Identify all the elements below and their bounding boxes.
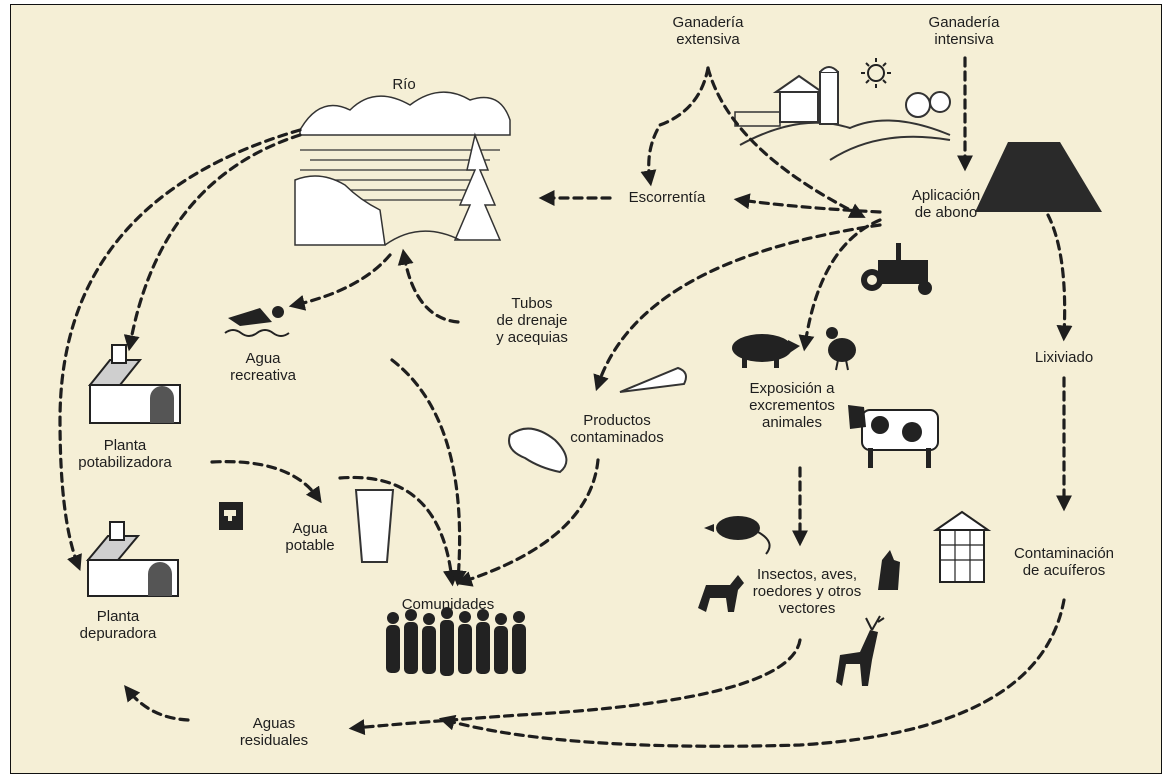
label-exposicion: Exposición a excrementos animales xyxy=(749,380,835,431)
arrow-ganaderia-ext-aplicacion xyxy=(706,66,866,218)
wastewater-plant-icon xyxy=(85,521,179,597)
manure-pile-icon xyxy=(975,142,1102,212)
arrow-recreativa-comunidades xyxy=(390,358,467,587)
arrow-insectos-residuales xyxy=(348,638,802,736)
label-aplicacion-abono: Aplicación de abono xyxy=(911,187,981,221)
label-aguas-residuales: Aguas residuales xyxy=(239,715,309,749)
swimmer-icon xyxy=(224,306,290,337)
rat-icon xyxy=(704,516,771,555)
label-ganaderia-intensiva: Ganadería intensiva xyxy=(928,14,1000,48)
river-scene-icon xyxy=(294,91,511,246)
label-agua-potable: Agua potable xyxy=(285,520,335,554)
pig-icon xyxy=(732,334,800,368)
tap-icon xyxy=(219,502,243,530)
arrow-tubos-rio xyxy=(397,248,460,324)
arrow-potabilizadora-agua-potable xyxy=(210,460,322,504)
sun-icon xyxy=(861,58,891,88)
label-lixiviado: Lixiviado xyxy=(1034,349,1094,366)
label-planta-depuradora: Planta depuradora xyxy=(79,608,157,642)
diagram-panel xyxy=(10,4,1162,774)
tractor-icon xyxy=(861,243,932,295)
farm-scene-icon xyxy=(734,66,951,161)
label-planta-potabilizadora: Planta potabilizadora xyxy=(78,437,172,471)
people-silhouettes-icon xyxy=(386,607,526,676)
arrow-contaminacion-residuales xyxy=(438,598,1066,748)
arrow-aplicacion-productos xyxy=(593,223,882,392)
label-insectos: Insectos, aves, roedores y otros vectore… xyxy=(752,566,862,617)
arrow-residuales-depuradora xyxy=(124,684,190,722)
arrow-productos-comunidades xyxy=(455,458,600,587)
label-comunidades: Comunidades xyxy=(401,596,495,613)
cow-icon xyxy=(848,405,939,468)
label-contaminacion-acuiferos: Contaminación de acuíferos xyxy=(1013,545,1115,579)
arrow-rio-planta-potabilizadora xyxy=(123,133,302,352)
cat-icon xyxy=(878,550,900,590)
label-escorrentia: Escorrentía xyxy=(628,189,706,206)
chicken-icon xyxy=(826,327,856,371)
lettuce-icon xyxy=(508,427,568,474)
arrow-aplicacion-escorrentia xyxy=(733,193,882,214)
arrow-manure-lixiviado xyxy=(1046,213,1073,342)
label-ganaderia-extensiva: Ganadería extensiva xyxy=(672,14,744,48)
well-icon xyxy=(932,510,992,583)
deer-icon xyxy=(836,615,885,686)
arrow-rio-planta-depuradora xyxy=(58,128,302,571)
treatment-plant-icon xyxy=(87,344,181,424)
label-agua-recreativa: Agua recreativa xyxy=(230,350,296,384)
water-glass-icon xyxy=(354,489,395,563)
label-productos-contaminados: Productos contaminados xyxy=(570,412,664,446)
flow-arrows xyxy=(58,56,1073,748)
arrow-rio-agua-recreativa xyxy=(288,253,392,311)
label-tubos-drenaje: Tubos de drenaje y acequias xyxy=(496,295,568,346)
dog-icon xyxy=(698,575,744,612)
label-rio: Río xyxy=(392,76,416,93)
carrot-icon xyxy=(619,366,687,393)
arrow-agua-potable-comunidades xyxy=(338,475,459,587)
arrow-ganaderia-ext-escorrentia xyxy=(640,66,710,187)
